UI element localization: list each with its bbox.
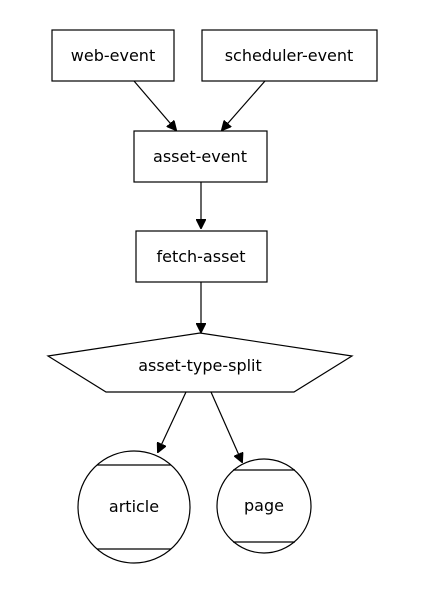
node-fetch-asset-label: fetch-asset bbox=[156, 247, 245, 266]
node-scheduler-event[interactable]: scheduler-event bbox=[201, 29, 378, 82]
node-asset-event-label: asset-event bbox=[153, 147, 247, 166]
edge-asset-type-split-to-article bbox=[158, 391, 187, 452]
node-asset-type-split[interactable]: asset-type-split bbox=[46, 332, 354, 393]
node-article-label: article bbox=[109, 497, 159, 516]
node-web-event-label: web-event bbox=[71, 46, 155, 65]
edge-asset-type-split-to-page bbox=[210, 391, 242, 462]
node-article[interactable]: article bbox=[77, 450, 191, 564]
node-page-label: page bbox=[244, 496, 284, 515]
node-scheduler-event-label: scheduler-event bbox=[225, 46, 354, 65]
node-asset-event[interactable]: asset-event bbox=[133, 130, 268, 183]
node-asset-type-split-label: asset-type-split bbox=[138, 356, 262, 375]
edge-web-event-to-asset-event bbox=[133, 80, 176, 130]
node-fetch-asset[interactable]: fetch-asset bbox=[135, 230, 268, 283]
node-page[interactable]: page bbox=[216, 458, 312, 554]
edges bbox=[133, 80, 266, 462]
edge-scheduler-event-to-asset-event bbox=[222, 80, 266, 130]
node-web-event[interactable]: web-event bbox=[51, 29, 175, 82]
